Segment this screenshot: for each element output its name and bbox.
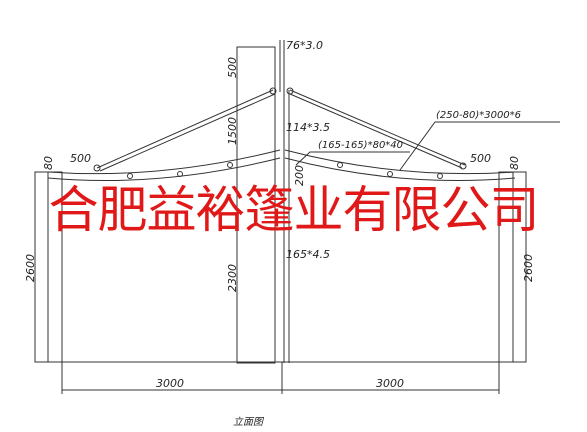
cable-anchor-left: [93, 164, 101, 172]
dim-500-left: 500: [70, 152, 91, 165]
dim-2300: 2300: [226, 264, 239, 292]
left-cable: [96, 89, 274, 169]
drawing-caption: 立面图: [233, 416, 265, 428]
cable-spec-leader: [399, 121, 560, 171]
right-cable: [289, 89, 466, 166]
beam-bolt: [337, 162, 343, 168]
beam-spec-label: (165-165)*80*40: [318, 140, 403, 151]
lower-pipe-label: 165*4.5: [286, 248, 330, 261]
cable-anchor-top-right: [286, 87, 294, 95]
left-beam-top: [47, 149, 281, 175]
dim-2600-left: 2600: [24, 254, 37, 282]
cable-anchor-right: [459, 162, 467, 170]
beam-bolt: [437, 173, 443, 179]
dim-3000-right: 3000: [376, 377, 404, 390]
left-cable-2: [99, 93, 276, 172]
dim-500-top: 500: [226, 57, 239, 78]
cable-spec-label: (250-80)*3000*6: [436, 110, 521, 121]
beam-spec-leader: [295, 151, 410, 166]
beam-bolt: [227, 162, 233, 168]
company-watermark: 合肥益裕篷业有限公司: [48, 181, 540, 239]
dim-200: 200: [293, 165, 306, 186]
dim-80-left: 80: [42, 156, 55, 170]
mast-pipe-label: 114*3.5: [286, 121, 330, 134]
right-cable-2: [289, 93, 463, 169]
right-beam-bottom: [284, 157, 516, 181]
left-beam-bottom: [47, 157, 281, 181]
dim-1500: 1500: [226, 117, 239, 145]
beam-bolt: [387, 171, 393, 177]
dim-80-right: 80: [508, 156, 521, 170]
dim-2600-right: 2600: [522, 254, 535, 282]
cable-anchor-top-left: [269, 87, 277, 95]
dim-500-right: 500: [470, 152, 491, 165]
top-pipe-label: 76*3.0: [286, 39, 323, 52]
right-beam-top: [284, 149, 516, 175]
beam-bolt: [177, 171, 183, 177]
beam-bolt: [127, 173, 133, 179]
dim-3000-left: 3000: [156, 377, 184, 390]
